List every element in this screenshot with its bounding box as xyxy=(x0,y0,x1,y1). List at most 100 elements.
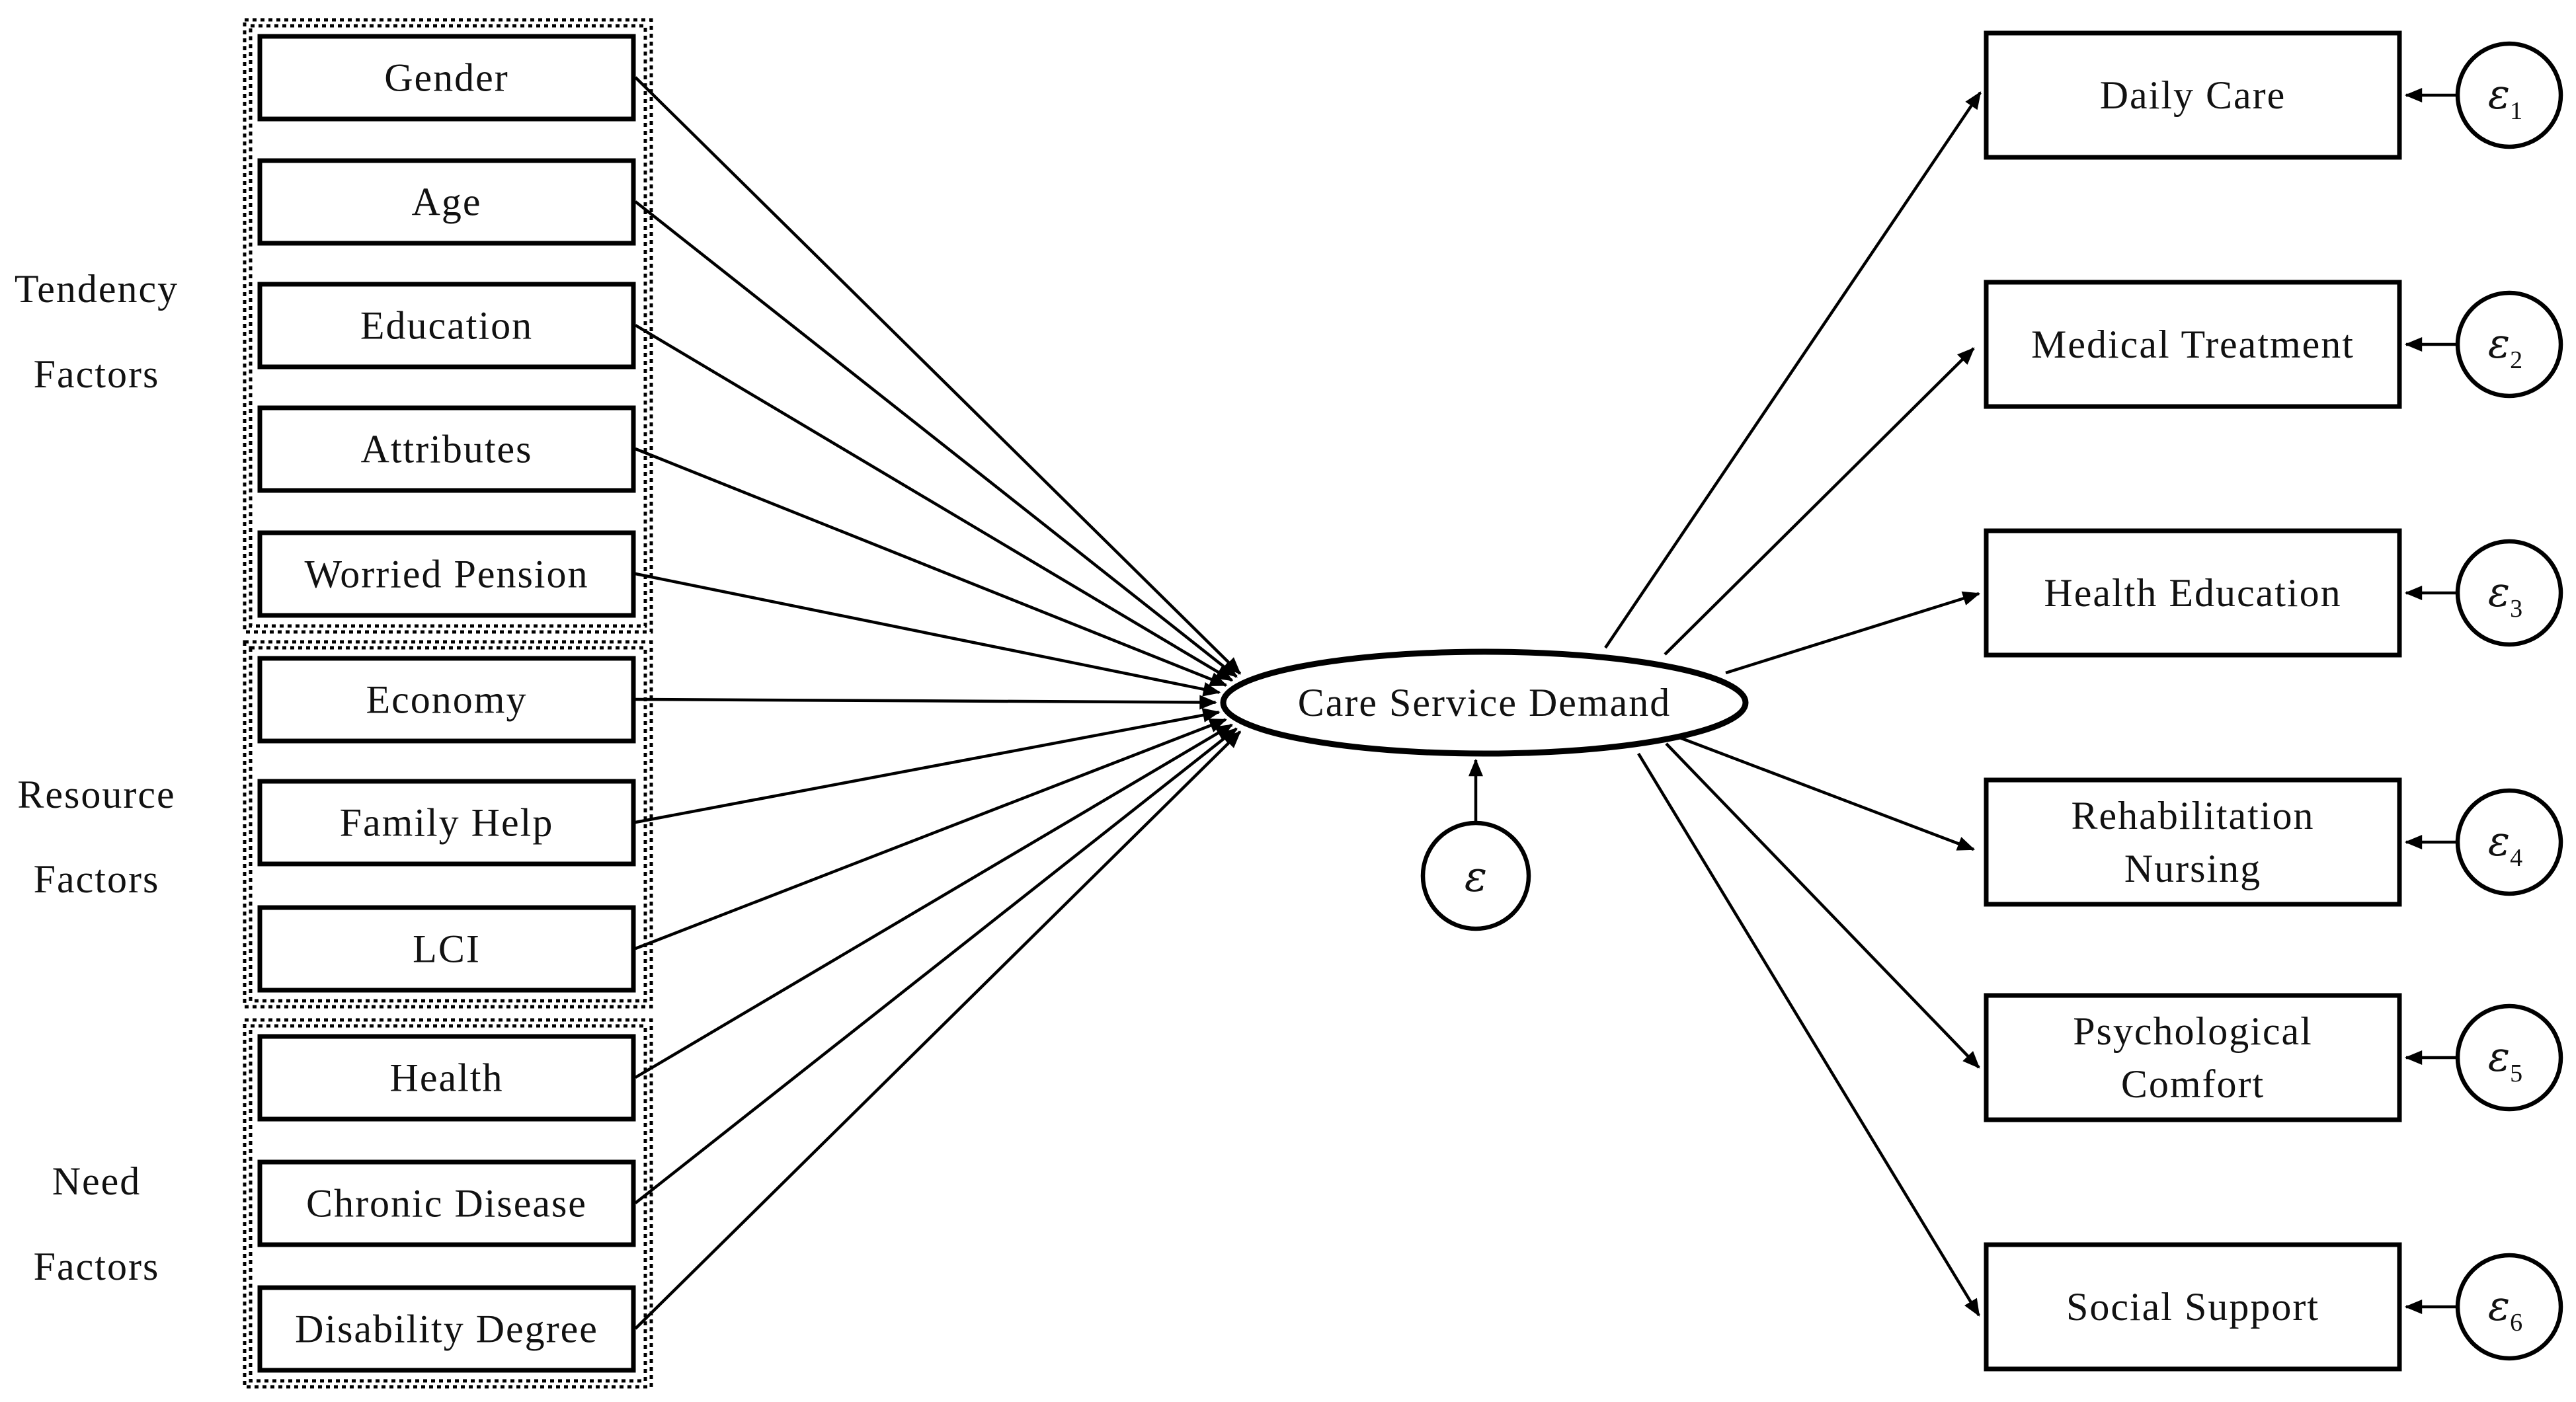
predictor-box xyxy=(257,1034,636,1122)
outcome-social-support: Social Support xyxy=(1984,1242,2402,1372)
outcome-box xyxy=(1984,1242,2402,1372)
predictor-lci: LCI xyxy=(257,905,636,993)
error-epsilon: ε xyxy=(2488,817,2510,865)
error-index: 5 xyxy=(2510,1060,2522,1087)
arrow-demand-to-social-support xyxy=(1637,752,1980,1317)
outcome-box xyxy=(1984,30,2402,160)
group-label-need-line: Factors xyxy=(34,1245,160,1288)
error-circle xyxy=(2455,41,2563,149)
latent-care-service-demand: Care Service Demand xyxy=(1220,648,1749,757)
predictor-family-help: Family Help xyxy=(257,779,636,867)
error-circle xyxy=(2455,1003,2563,1112)
arrow-demand-to-health-education xyxy=(1725,591,1981,675)
outcome-error-term-undefined: ε5 xyxy=(2455,1003,2563,1112)
outcome-daily-care: Daily Care xyxy=(1984,30,2402,160)
predictor-box xyxy=(257,1285,636,1373)
predictor-box xyxy=(257,158,636,246)
error-circle xyxy=(2455,788,2563,896)
error-index: 1 xyxy=(2510,97,2522,125)
predictor-label: Chronic Disease xyxy=(306,1182,587,1226)
predictor-chronic-disease: Chronic Disease xyxy=(257,1159,636,1247)
arrow-demand-to-rehabilitation-nursing xyxy=(1672,733,1976,851)
latent-error-term: ε xyxy=(1420,820,1531,931)
arrow-gender-to-demand xyxy=(634,76,1242,675)
predictor-label: Education xyxy=(360,304,533,348)
predictor-attributes: Attributes xyxy=(257,405,636,493)
predictor-box xyxy=(257,656,636,744)
arrow-demand-to-daily-care xyxy=(1604,91,1982,649)
error-epsilon: ε xyxy=(2488,1032,2510,1081)
group-frame-need xyxy=(243,1018,653,1389)
predictor-label: Attributes xyxy=(361,428,533,471)
predictor-disability-degree: Disability Degree xyxy=(257,1285,636,1373)
arrow-chronic-disease-to-demand xyxy=(634,727,1238,1204)
path-arrows xyxy=(634,76,2456,1330)
predictor-box xyxy=(257,34,636,122)
latent-error-circle xyxy=(1420,820,1531,931)
outcome-label: Nursing xyxy=(2124,847,2261,890)
outcome-label: Medical Treatment xyxy=(2031,323,2355,366)
arrow-disability-degree-to-demand xyxy=(634,730,1242,1330)
predictor-box xyxy=(257,405,636,493)
predictor-label: Family Help xyxy=(340,801,554,845)
latent-ellipse xyxy=(1220,648,1749,757)
predictor-health: Health xyxy=(257,1034,636,1122)
error-circle xyxy=(2455,539,2563,647)
diagram-nodes: TendencyFactorsResourceFactorsNeedFactor… xyxy=(15,30,2563,1373)
predictor-label: Age xyxy=(412,180,482,224)
arrow-demand-to-medical-treatment xyxy=(1664,347,1975,656)
outcome-label: Rehabilitation xyxy=(2072,794,2315,837)
error-epsilon: ε xyxy=(2488,1282,2510,1330)
factor-group-frames xyxy=(243,18,653,1389)
latent-label: Care Service Demand xyxy=(1298,681,1671,724)
error-symbol: ε3 xyxy=(2488,568,2522,623)
group-label-resource-line: Resource xyxy=(17,773,175,816)
group-label-need-line: Need xyxy=(52,1159,141,1203)
error-symbol: ε1 xyxy=(2488,70,2522,125)
outcome-box xyxy=(1984,777,2402,907)
arrow-worried-pension-to-demand xyxy=(635,572,1221,697)
predictor-box xyxy=(257,282,636,370)
arrow-demand-to-psychological-comfort xyxy=(1665,742,1980,1069)
predictor-label: Worried Pension xyxy=(304,553,588,596)
outcome-label: Comfort xyxy=(2121,1062,2265,1106)
predictor-gender: Gender xyxy=(257,34,636,122)
error-symbol: ε2 xyxy=(2488,319,2522,374)
error-index: 4 xyxy=(2510,844,2522,872)
outcome-error-term-undefined: ε3 xyxy=(2455,539,2563,647)
outcome-label: Psychological xyxy=(2073,1009,2313,1053)
arrow-health-to-demand xyxy=(634,723,1234,1079)
group-label-resource-line: Factors xyxy=(34,857,160,901)
predictor-label: Disability Degree xyxy=(295,1307,598,1351)
group-frame-resource xyxy=(243,640,653,1009)
error-index: 6 xyxy=(2510,1309,2522,1337)
outcome-label: Health Education xyxy=(2044,571,2341,615)
outcome-box xyxy=(1984,993,2402,1122)
error-circle xyxy=(2455,1253,2563,1361)
predictor-education: Education xyxy=(257,282,636,370)
error-epsilon: ε xyxy=(2488,568,2510,616)
predictor-label: Economy xyxy=(366,678,528,722)
arrow-age-to-demand xyxy=(634,200,1238,678)
arrow-economy-to-demand xyxy=(635,695,1217,710)
group-label-tendency-line: Tendency xyxy=(15,267,179,311)
outcome-label: Social Support xyxy=(2066,1285,2319,1329)
arrow-lci-to-demand xyxy=(635,718,1227,951)
arrow-education-to-demand xyxy=(634,324,1234,682)
outcome-error-term-undefined: ε4 xyxy=(2455,788,2563,896)
error-symbol: ε4 xyxy=(2488,817,2522,872)
predictor-label: Health xyxy=(390,1056,504,1100)
arrow-attributes-to-demand xyxy=(635,447,1228,687)
error-epsilon: ε xyxy=(2488,319,2510,368)
error-index: 2 xyxy=(2510,346,2522,374)
outcome-medical-treatment: Medical Treatment xyxy=(1984,280,2402,409)
outcome-label: Daily Care xyxy=(2100,73,2286,117)
outcome-error-term-undefined: ε2 xyxy=(2455,290,2563,399)
group-frame-tendency xyxy=(243,18,653,634)
latent-error-symbol: ε xyxy=(1465,853,1487,902)
